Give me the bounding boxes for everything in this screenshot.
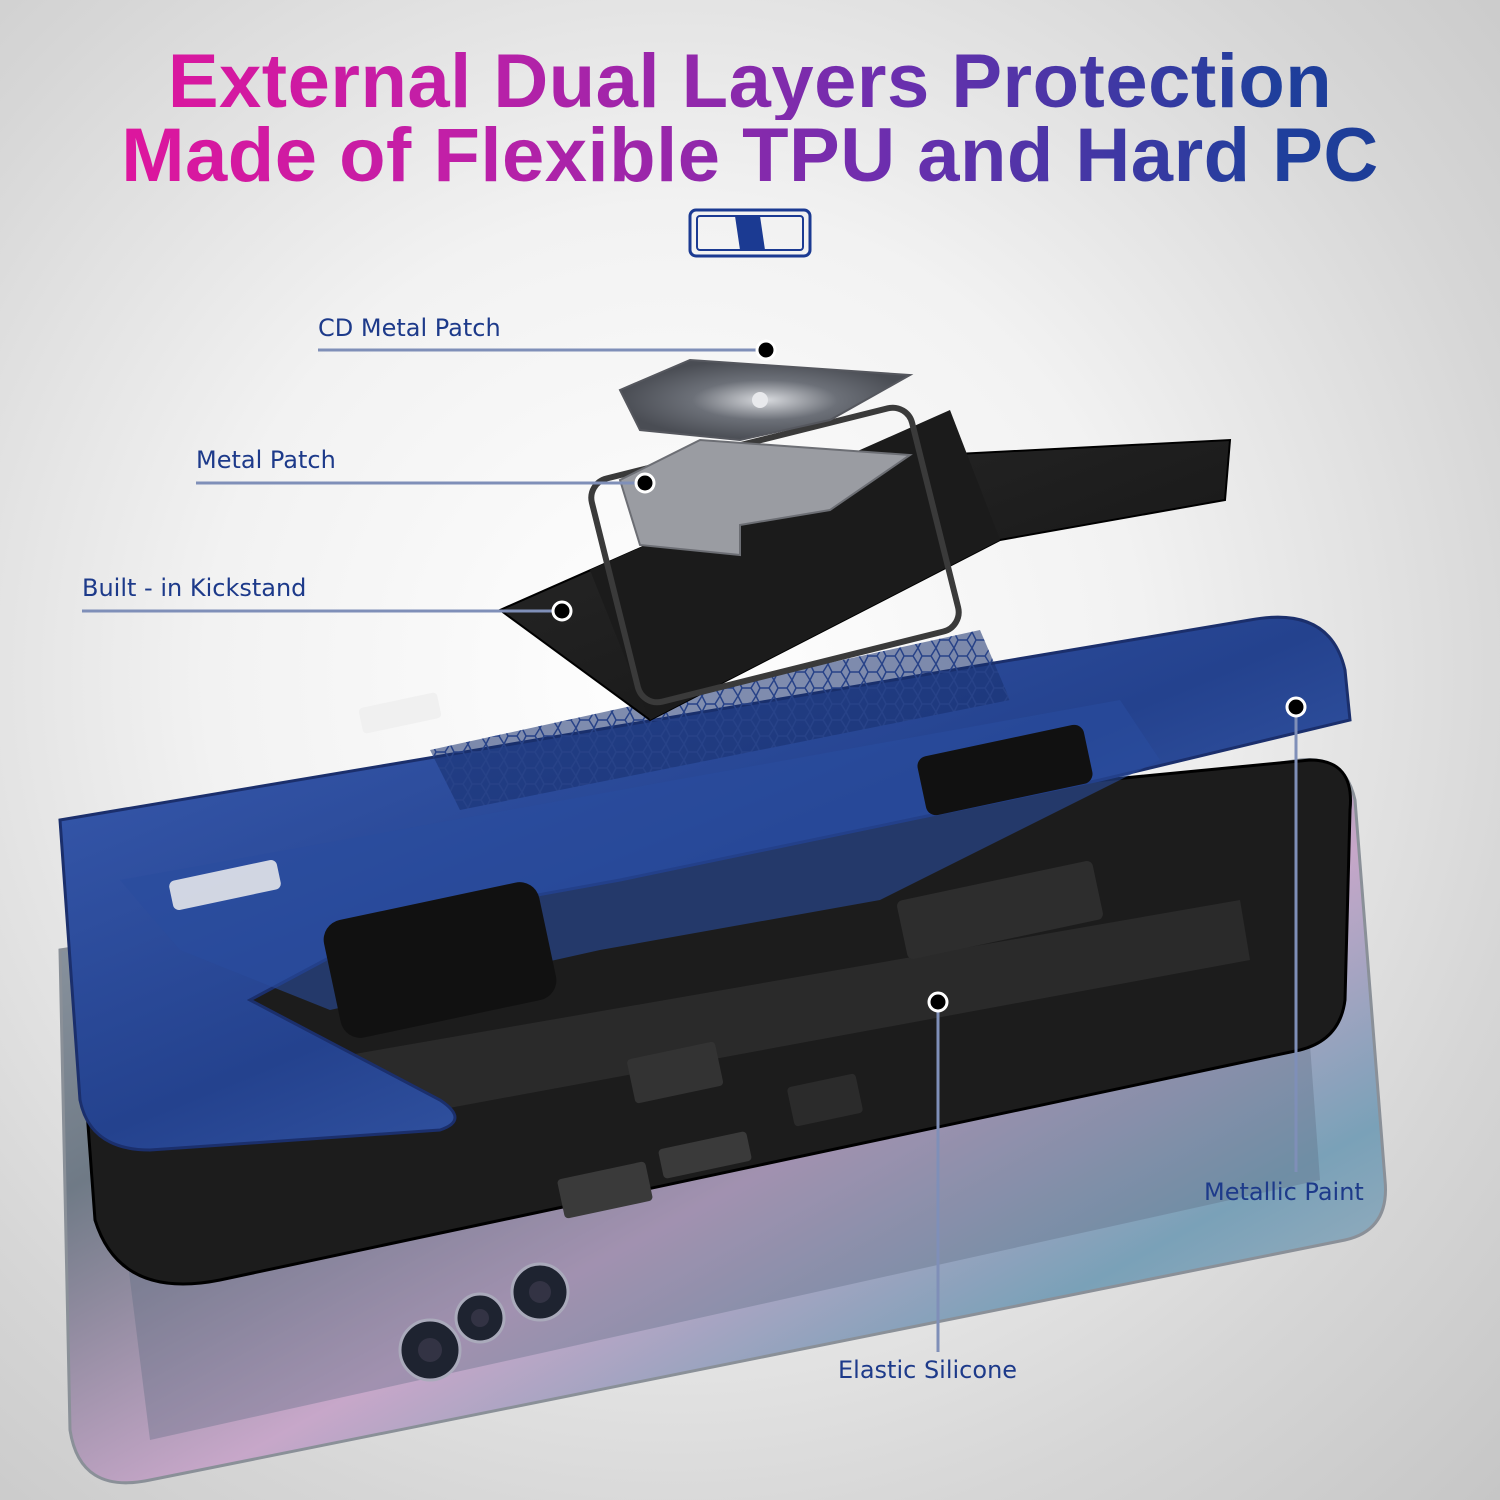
headline-line-2: Made of Flexible TPU and Hard PC <box>0 118 1500 194</box>
label-metal-patch: Metal Patch <box>196 446 336 474</box>
callout-dot <box>634 472 656 494</box>
pc-outer-shell <box>58 615 1352 1152</box>
label-cd-metal-patch: CD Metal Patch <box>318 314 501 342</box>
callout-dot <box>927 991 949 1013</box>
callout-dot <box>551 600 573 622</box>
cd-metal-patch <box>618 358 914 442</box>
callout-dot <box>1285 696 1307 718</box>
callout-dot <box>755 339 777 361</box>
label-elastic-silicone: Elastic Silicone <box>838 1356 1018 1384</box>
label-metallic-paint: Metallic Paint <box>1204 1178 1364 1206</box>
label-kickstand: Built - in Kickstand <box>82 574 307 602</box>
metal-patch <box>618 438 913 557</box>
headline-line-1: External Dual Layers Protection <box>0 44 1500 120</box>
kickstand-outline-icon <box>688 208 812 258</box>
camera-lens-icon <box>398 1262 570 1382</box>
